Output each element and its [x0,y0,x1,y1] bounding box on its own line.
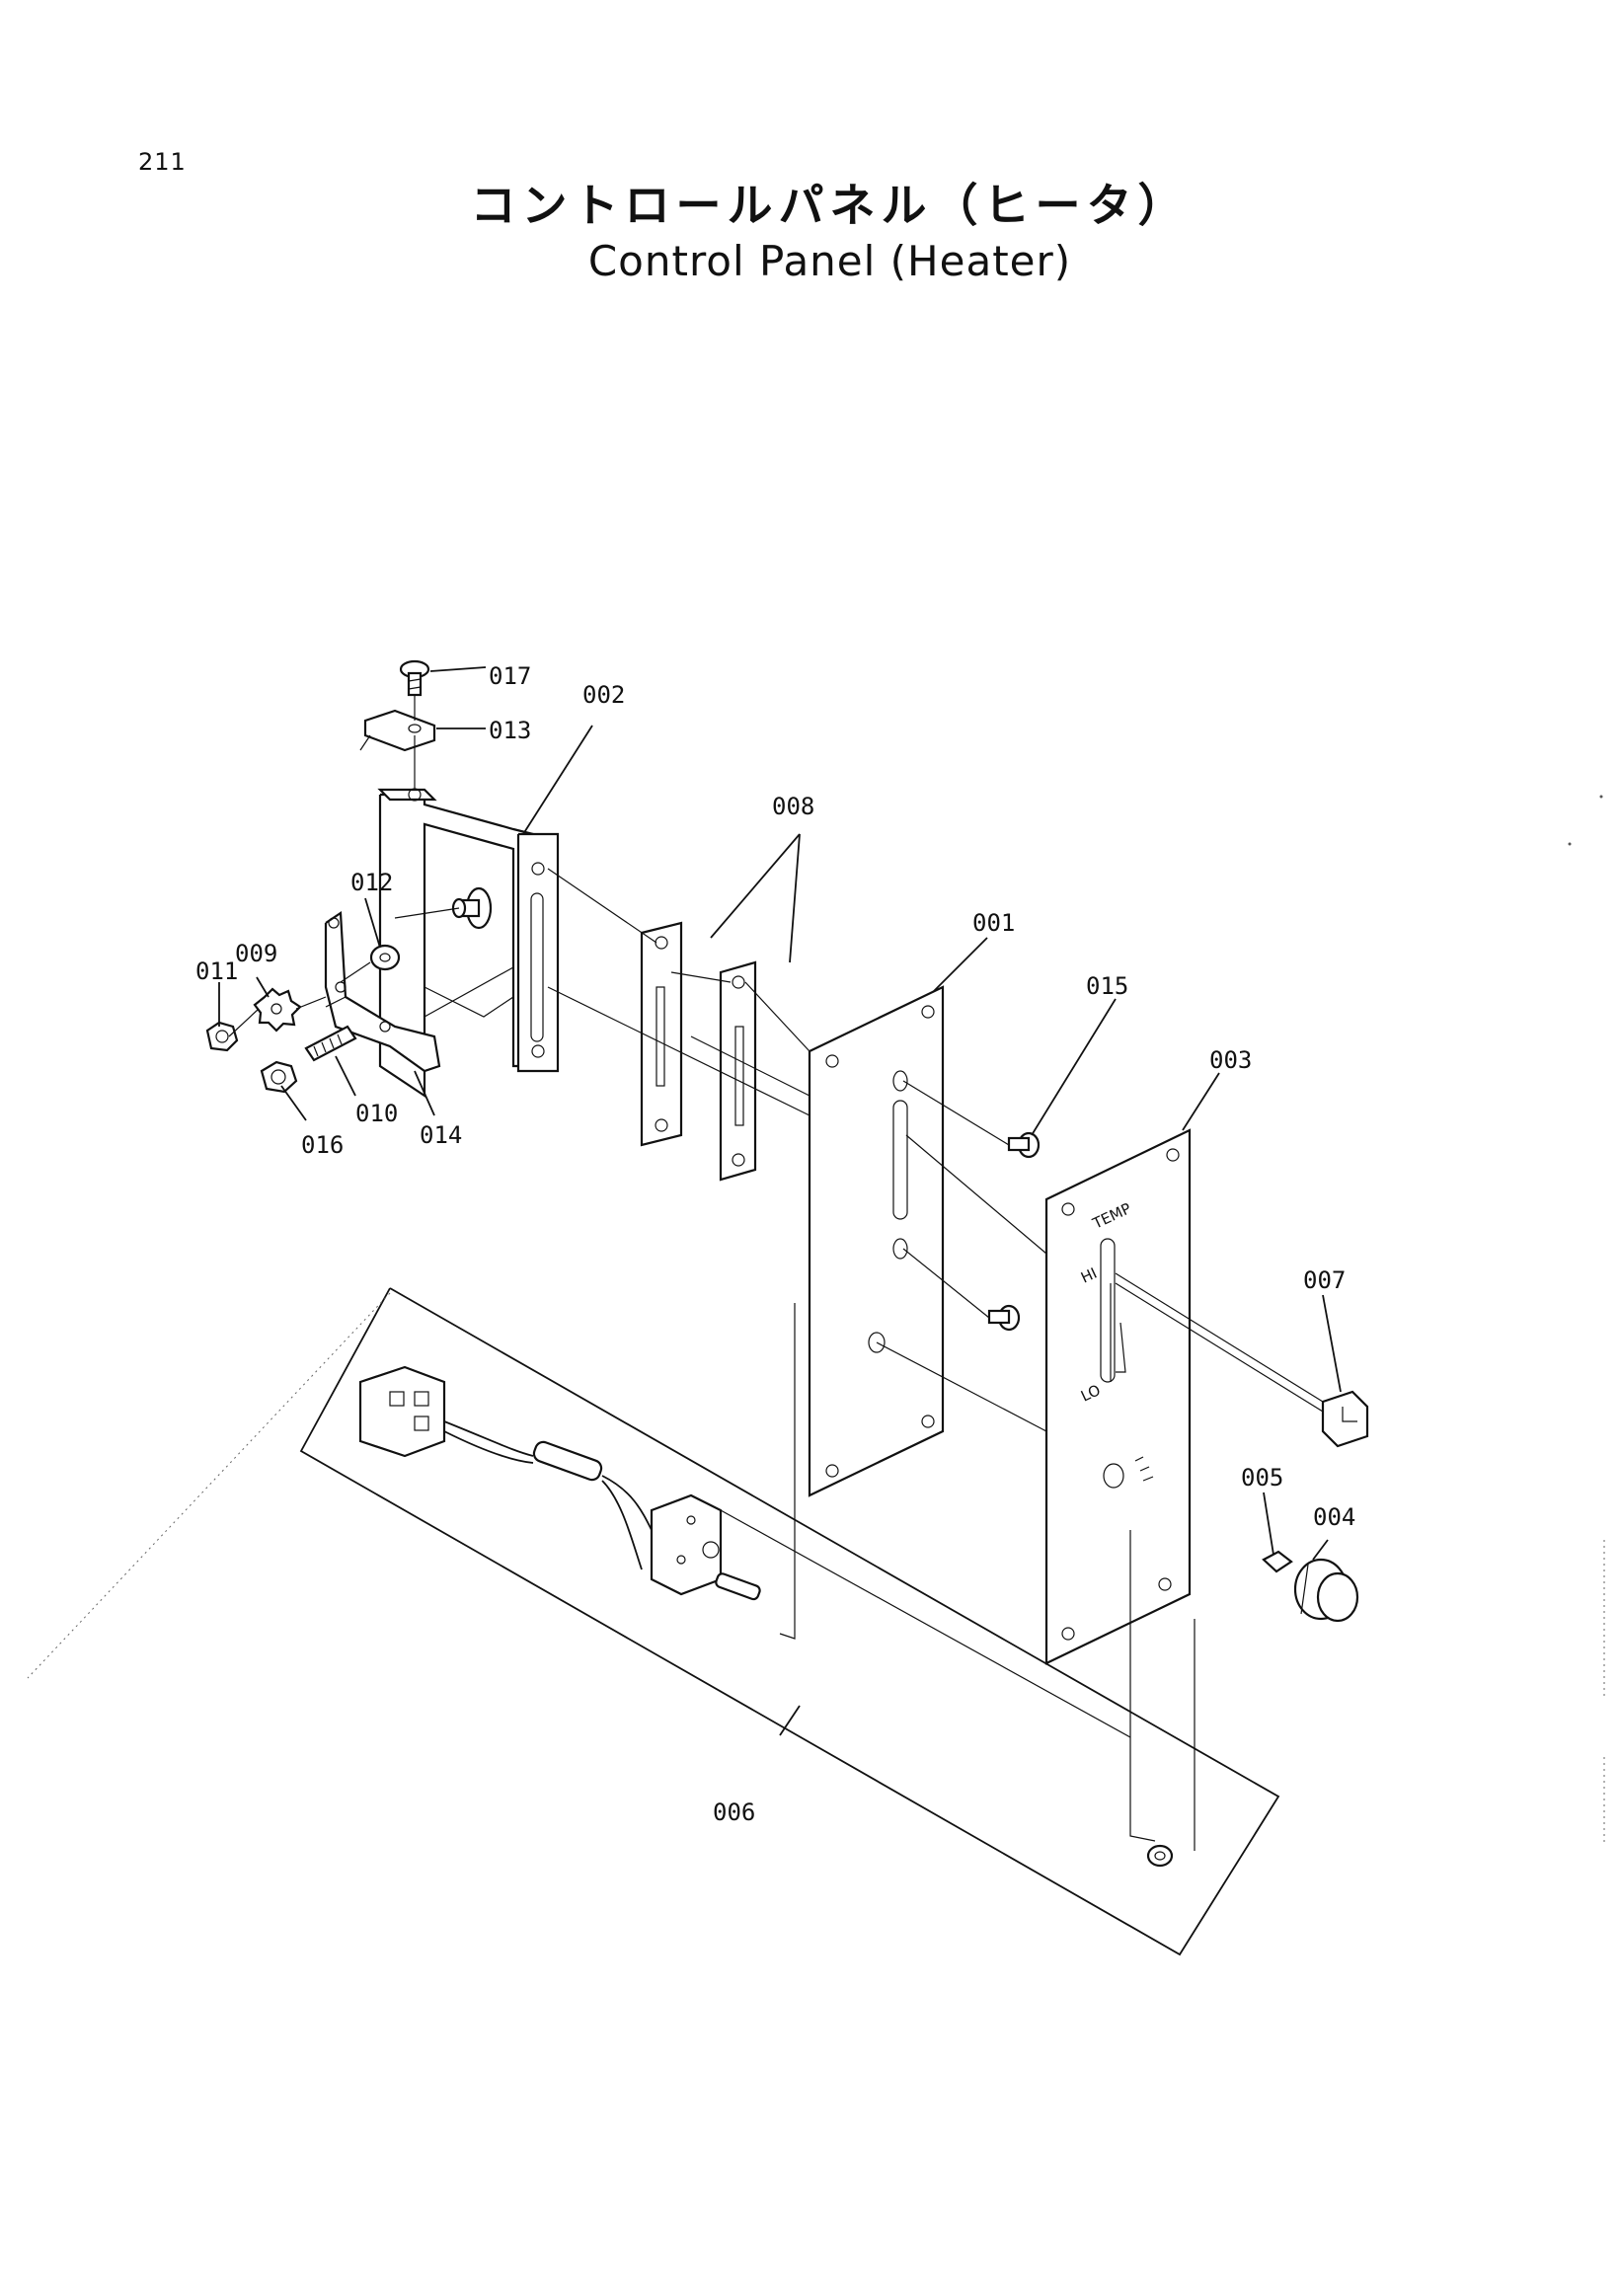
harness-group-frame [27,1287,1280,1956]
label-009: 009 [235,940,277,967]
assembly-lines [228,696,1324,1738]
label-005: 005 [1241,1464,1283,1492]
part-labels: 017 013 002 008 012 009 011 016 010 014 … [195,662,1355,1826]
title-english: Control Panel (Heater) [587,237,1072,285]
clip-013 [359,709,436,752]
label-004: 004 [1313,1503,1355,1531]
label-001: 001 [972,909,1015,937]
switch-harness-006 [358,1365,761,1601]
margin-marks [1568,795,1605,1846]
star-washer-009 [253,987,302,1033]
bracket-008 [640,921,757,1182]
lower-bar [1129,1530,1196,1868]
label-011: 011 [195,957,238,985]
label-006: 006 [713,1799,755,1826]
label-016: 016 [301,1131,344,1159]
screw-017 [399,659,430,697]
washer-012 [369,944,401,971]
leader-lines [218,666,1342,1736]
slide-knob-007 [1321,1390,1369,1448]
label-008: 008 [772,793,814,820]
title-japanese: コントロールパネル（ヒータ） [470,179,1190,232]
stud-010 [304,1025,357,1062]
lever-014 [324,911,441,1073]
label-012: 012 [350,869,393,896]
hi-marking: HI [1078,1264,1100,1287]
label-007: 007 [1303,1266,1346,1294]
nut-011 [205,1021,239,1052]
label-015: 015 [1086,972,1128,1000]
label-003: 003 [1209,1046,1252,1074]
page-number: 211 [138,148,187,176]
nut-016 [260,1060,298,1094]
label-013: 013 [489,717,531,744]
panel-003: TEMP HI LO [1044,1128,1192,1665]
label-010: 010 [355,1100,398,1127]
screws-015 [987,1131,1041,1332]
spacer-005 [1262,1550,1293,1573]
panel-001 [779,985,945,1640]
knob-004 [1293,1558,1359,1623]
label-002: 002 [582,681,625,709]
label-014: 014 [420,1121,462,1149]
label-017: 017 [489,662,531,690]
bracket-002 [377,788,560,1099]
